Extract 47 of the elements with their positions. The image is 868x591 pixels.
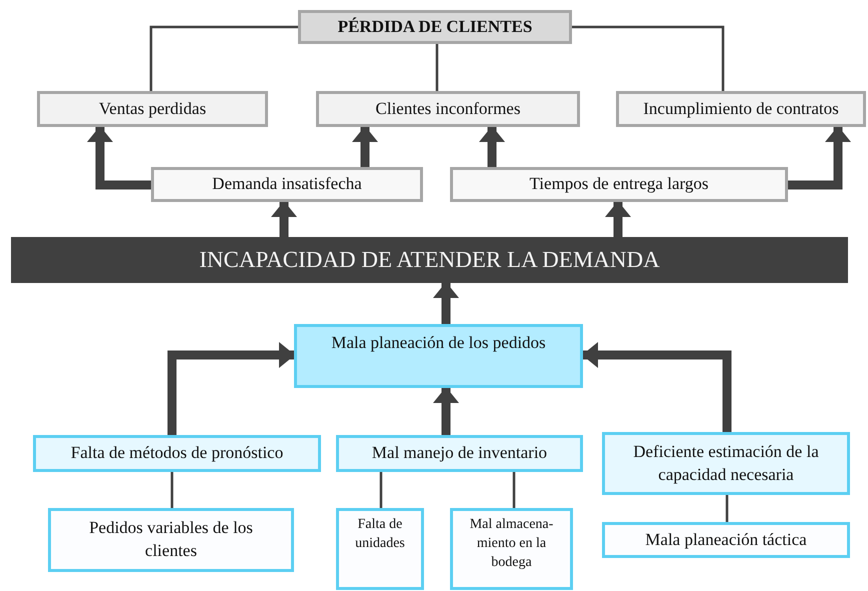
- cause-box: [336, 435, 583, 472]
- box-label: Falta de unidades: [354, 516, 406, 553]
- effect-box: [450, 167, 788, 202]
- arrow: [788, 126, 851, 190]
- connector-line: [436, 44, 438, 91]
- effect-box: [316, 91, 580, 127]
- box-label: Pedidos variables de los clientes: [88, 517, 254, 562]
- arrow: [479, 126, 505, 167]
- box-label: Mala planeación de los pedidos: [331, 332, 546, 354]
- box-label: Clientes inconformes: [376, 98, 520, 120]
- effect-box: [37, 91, 268, 127]
- effect-box: [151, 167, 423, 202]
- box-label: Tiempos de entrega largos: [530, 173, 708, 196]
- effect-box: [298, 10, 572, 44]
- cause-box: [602, 432, 850, 495]
- arrow: [433, 387, 459, 435]
- box-label: INCAPACIDAD DE ATENDER LA DEMANDA: [199, 246, 660, 274]
- connector-line: [170, 472, 174, 508]
- box-label: Ventas perdidas: [98, 98, 206, 120]
- box-label: Incumplimiento de contratos: [643, 98, 839, 120]
- connector-line: [572, 26, 724, 91]
- arrow: [433, 282, 459, 324]
- arrow: [271, 201, 297, 237]
- arrow: [605, 201, 631, 237]
- connector-line: [726, 495, 728, 522]
- box-label: Mal almacena-miento en la bodega: [468, 516, 554, 572]
- cause-box: [602, 522, 850, 558]
- box-label: Mala planeación táctica: [645, 528, 807, 551]
- connector-line: [380, 472, 382, 508]
- cause-box: [450, 508, 573, 590]
- arrow: [87, 126, 151, 190]
- box-label: Demanda insatisfecha: [212, 173, 362, 196]
- connector-line: [512, 472, 516, 508]
- arrow: [168, 342, 295, 435]
- cause-box: [336, 508, 424, 590]
- box-label: Deficiente estimación de la capacidad necesaria: [632, 440, 820, 486]
- cause-box: [294, 324, 583, 388]
- arrow: [582, 342, 732, 432]
- cause-box: [33, 435, 321, 472]
- arrow: [352, 126, 378, 167]
- box-label: Mal manejo de inventario: [372, 442, 548, 464]
- problem-banner: [11, 237, 848, 283]
- cause-box: [48, 508, 294, 572]
- box-label: PÉRDIDA DE CLIENTES: [338, 16, 532, 38]
- effect-box: [616, 91, 866, 127]
- box-label: Falta de métodos de pronóstico: [70, 442, 284, 464]
- connector-line: [150, 26, 298, 91]
